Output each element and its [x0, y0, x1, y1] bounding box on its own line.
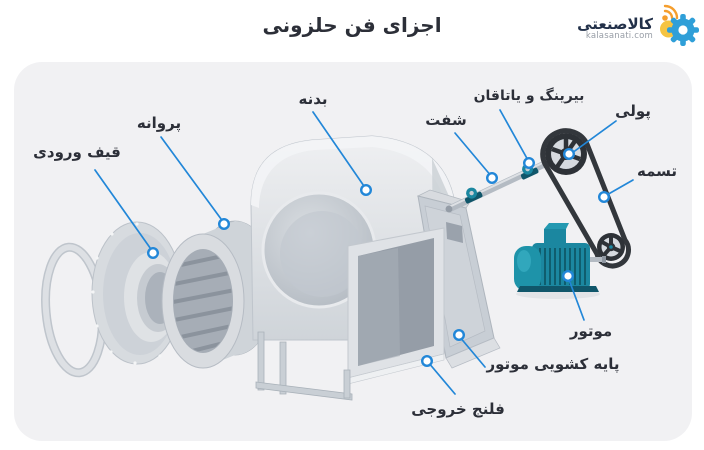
label-pulley: پولی: [615, 102, 651, 120]
label-impeller: پروانه: [136, 114, 182, 132]
brand-name: کالاصنعتی: [577, 14, 653, 33]
label-shaft: شفت: [425, 111, 467, 129]
motor-pulley: [597, 233, 625, 261]
label-outlet-flange: فلنج خروجی: [411, 400, 505, 418]
leader-dots: [146, 147, 611, 368]
gear-icon: [660, 4, 699, 46]
label-bearing: بیرینگ و یاتاقان: [473, 88, 585, 104]
bearing-block: [464, 187, 483, 204]
electric-motor: [514, 223, 606, 299]
fan-shaft: [445, 157, 555, 213]
brand-logo-text: کالاصنعتی kalasanati.com: [577, 14, 653, 42]
label-motor-slide-base: پایه کشویی موتور: [486, 355, 620, 373]
label-fan-body: بدنه: [298, 90, 328, 108]
label-motor: موتور: [569, 322, 613, 340]
brand-domain: kalasanati.com: [585, 31, 653, 42]
outlet-duct: [347, 227, 445, 385]
leader-lines: [94, 109, 634, 395]
label-belt: تسمه: [636, 162, 678, 180]
label-inlet-funnel: قیف ورودی: [33, 143, 121, 161]
page-title: اجزای فن حلزونی: [262, 13, 442, 37]
brand-logo: کالاصنعتی kalasanati.com: [577, 4, 700, 50]
support-frame: [255, 331, 353, 401]
